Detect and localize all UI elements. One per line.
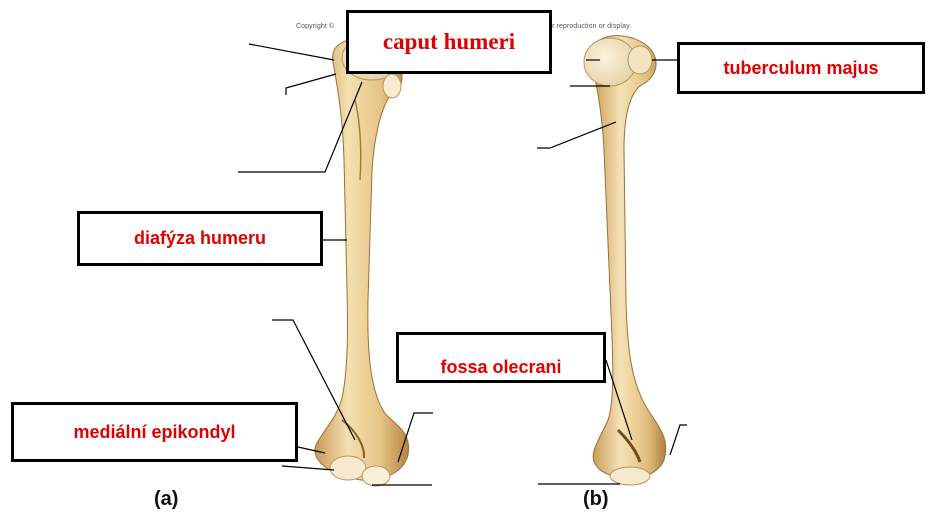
label-diafyza-humeru: diafýza humeru xyxy=(77,211,323,266)
label-fossa-olecrani-text: fossa olecrani xyxy=(440,357,561,378)
copyright-notice: Copyright © d for reproduction or displa… xyxy=(296,23,334,30)
label-medialni-epikondyl-text: mediální epikondyl xyxy=(73,422,235,443)
capitulum-a xyxy=(362,466,390,486)
label-caput-humeri-text: caput humeri xyxy=(383,29,515,55)
view-label-b: (b) xyxy=(583,488,609,511)
label-diafyza-humeru-text: diafýza humeru xyxy=(134,228,266,249)
copyright-left: Copyright © xyxy=(296,23,334,30)
label-medialni-epikondyl: mediální epikondyl xyxy=(11,402,298,462)
view-label-a: (a) xyxy=(154,488,178,511)
label-tuberculum-majus-text: tuberculum majus xyxy=(723,58,878,79)
label-tuberculum-majus: tuberculum majus xyxy=(677,42,925,94)
label-caput-humeri: caput humeri xyxy=(346,10,552,74)
copyright-right: d for reproduction or display. xyxy=(540,23,631,30)
trochlea-a xyxy=(330,456,366,480)
humerus-anterior xyxy=(315,36,409,486)
label-fossa-olecrani: fossa olecrani xyxy=(396,332,606,383)
